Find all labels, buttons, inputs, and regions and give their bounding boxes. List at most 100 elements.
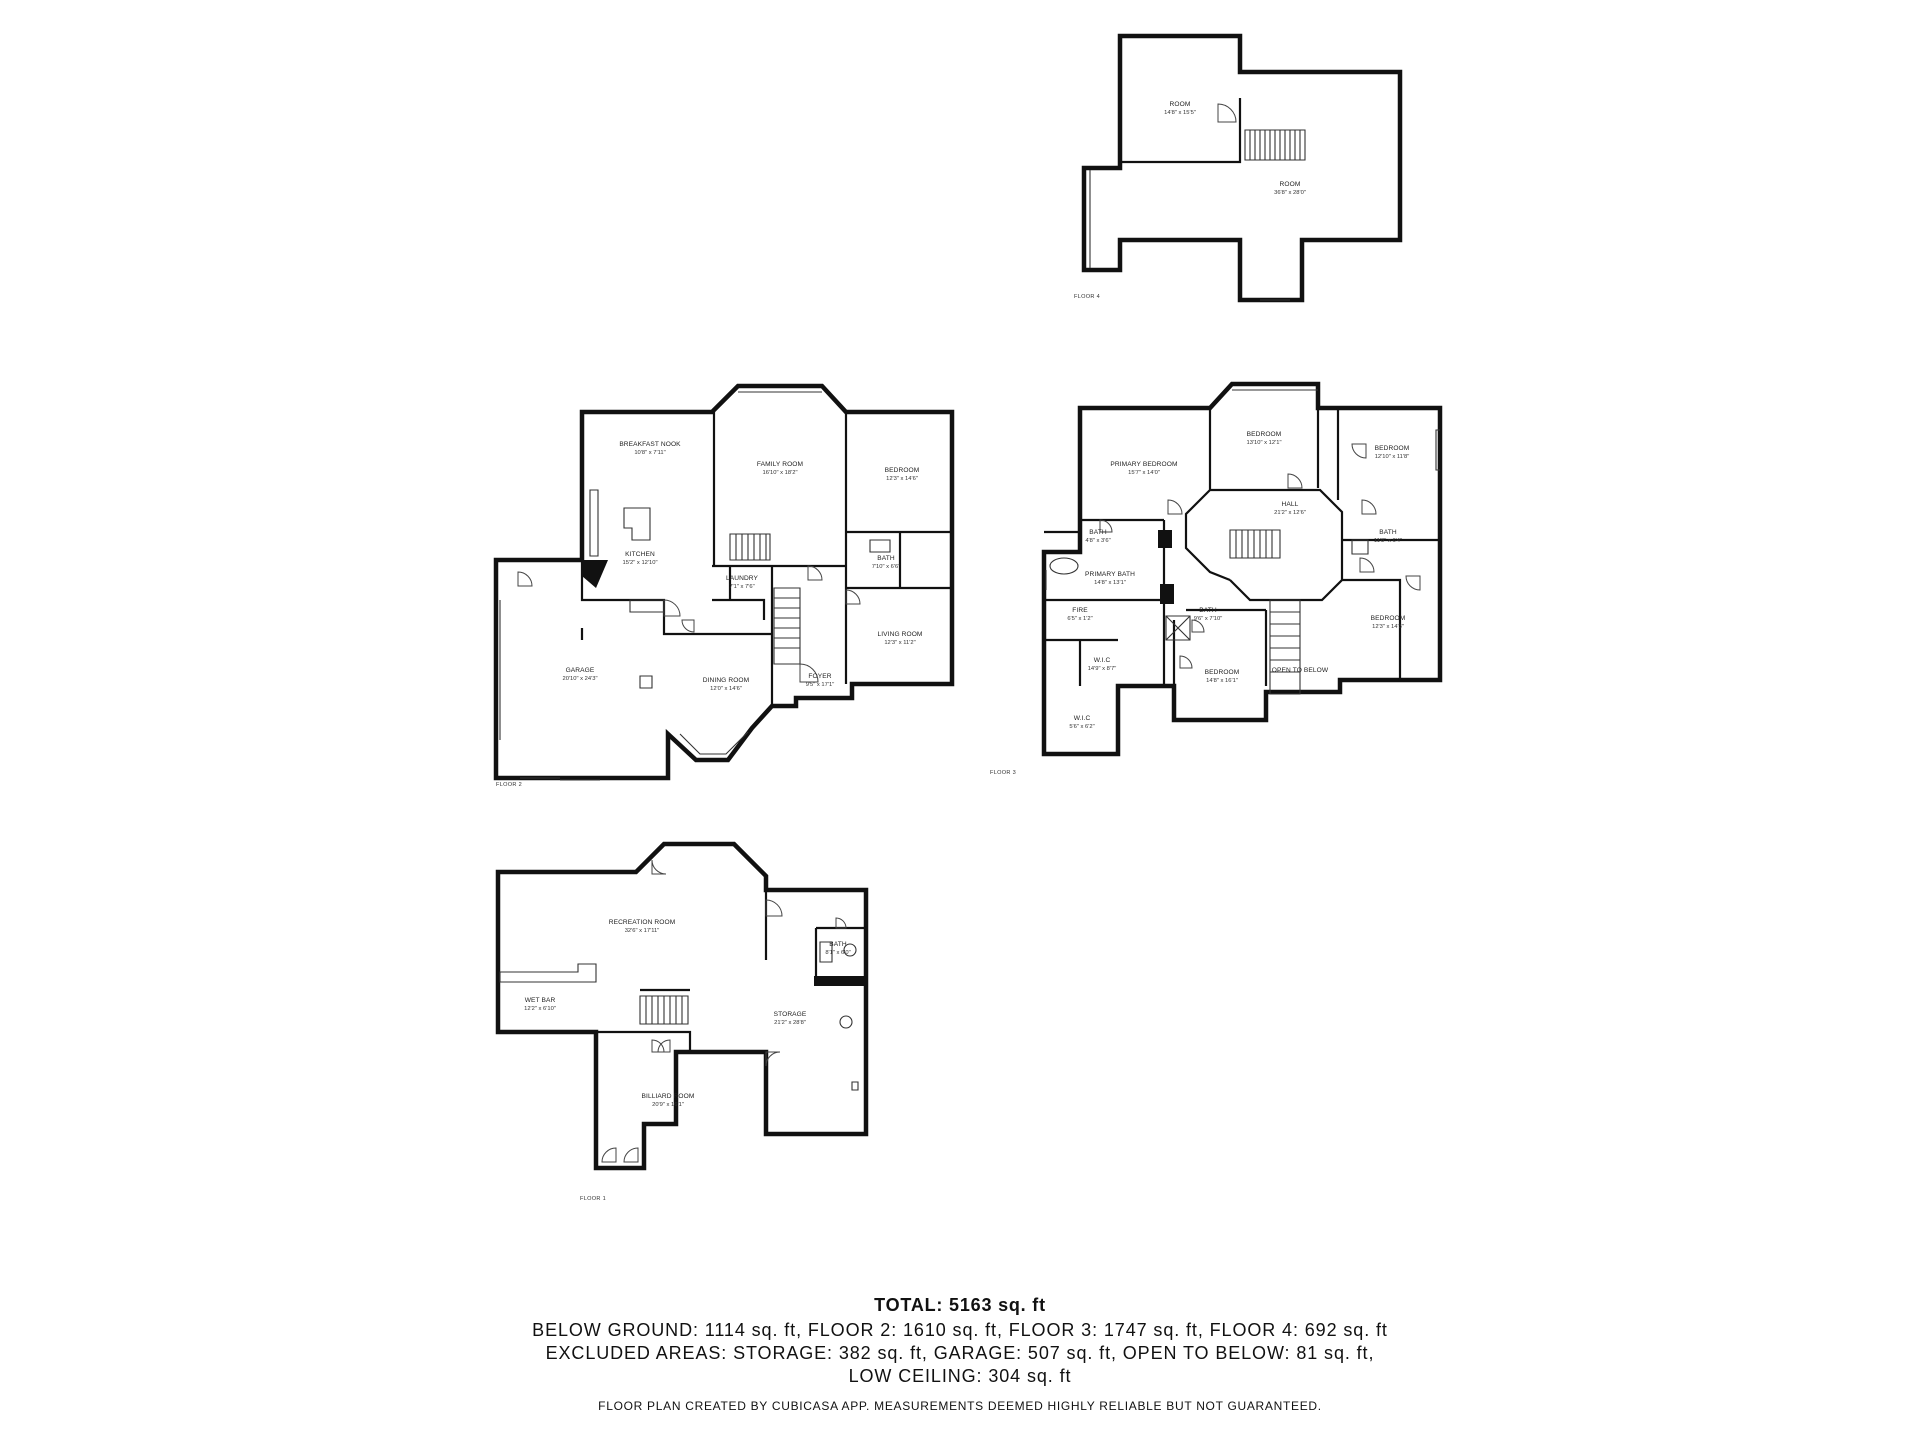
floor2-room-dims-bath: 7'10" x 6'6" <box>872 564 901 570</box>
floor3-room-name-open-to-below: OPEN TO BELOW <box>1272 667 1329 674</box>
disclaimer-credit: FLOOR PLAN CREATED BY CUBICASA APP. MEAS… <box>598 1399 1322 1413</box>
floor3-bathtub <box>1049 539 1369 575</box>
floor2-room-name-family-room: FAMILY ROOM <box>757 461 803 468</box>
floor3-room-dims-hall: 21'2" x 12'6" <box>1274 510 1306 516</box>
floor1-doors <box>601 859 847 1163</box>
floor3-room-dims-primary-bedroom: 15'7" x 14'0" <box>1128 470 1160 476</box>
floor3-room-name-bedroom-3: BEDROOM <box>1371 615 1406 622</box>
floor3-room-dims-bath-2: 11'8" x 6'4" <box>1374 538 1402 544</box>
floor1-room-name-bath: BATH <box>829 941 847 948</box>
floor1-storage-fixture <box>839 1015 859 1091</box>
floor3-interior-walls <box>1044 408 1440 686</box>
floor4-window-strip <box>1089 170 1290 301</box>
floor1-room-dims-storage: 21'2" x 28'8" <box>774 1020 806 1026</box>
floor4-room-name-1: ROOM <box>1170 101 1191 108</box>
floor2-doors <box>517 565 861 683</box>
floor4-door <box>1217 103 1237 123</box>
floor3-windows <box>1045 389 1440 590</box>
floor3-room-dims-bedroom-1: 13'10" x 12'1" <box>1246 440 1281 446</box>
floor1-room-name-storage: STORAGE <box>774 1011 807 1018</box>
floor2-room-dims-living-room: 12'3" x 11'2" <box>884 640 915 646</box>
floor3-structural-columns <box>1158 530 1174 604</box>
floor2-room-name-bedroom: BEDROOM <box>885 467 920 474</box>
floor4-room-name-2: ROOM <box>1280 181 1301 188</box>
floor1-bath-fixtures <box>819 941 857 963</box>
floor2-room-name-garage: GARAGE <box>566 667 595 674</box>
floor1-wet-bar-counter <box>499 963 597 983</box>
floor3-doors <box>1099 443 1421 669</box>
floor2-plan: BREAKFAST NOOK 10'8" x 7'11" FAMILY ROOM… <box>493 383 955 788</box>
floor4-room-dims-1: 14'8" x 15'5" <box>1164 110 1196 116</box>
floor2-room-name-laundry: LAUNDRY <box>726 575 759 582</box>
floor4-plan: ROOM 14'8" x 15'5" ROOM 36'8" x 28'0" FL… <box>1074 33 1403 303</box>
floor3-room-name-bath-1: BATH <box>1089 529 1107 536</box>
floor1-room-dims-bath: 8'1" x 6'0" <box>825 950 850 956</box>
floor4-room-divider <box>1120 98 1242 164</box>
floor3-room-name-wic-2: W.I.C <box>1074 715 1091 722</box>
floor3-stairs <box>1229 529 1301 695</box>
floor3-room-dims-bedroom-3: 12'3" x 14'3" <box>1372 624 1404 630</box>
floor1-plan: RECREATION ROOM 32'6" x 17'11" BATH 8'1"… <box>495 841 869 1202</box>
floor2-room-name-bath: BATH <box>877 555 895 562</box>
floor2-structural-column <box>582 560 608 588</box>
floor1-room-name-recreation-room: RECREATION ROOM <box>609 919 676 926</box>
floor1-room-name-billiard-room: BILLIARD ROOM <box>642 1093 695 1100</box>
floor3-room-name-bedroom-4: BEDROOM <box>1205 669 1240 676</box>
floor2-interior-walls <box>580 412 952 706</box>
floor1-interior-walls <box>596 890 866 1134</box>
floor1-bath-wall-block <box>814 976 866 986</box>
floor3-room-dims-wic-1: 14'9" x 8'7" <box>1088 666 1117 672</box>
floor4-label: FLOOR 4 <box>1074 294 1100 300</box>
floor2-garage-windows <box>499 600 600 781</box>
floor3-room-dims-bath-1: 4'8" x 3'6" <box>1085 538 1110 544</box>
floor3-room-name-bath-3: BATH <box>1199 607 1217 614</box>
floor2-room-dims-bedroom: 12'3" x 14'6" <box>886 476 918 482</box>
floor1-room-dims-recreation-room: 32'6" x 17'11" <box>625 928 660 934</box>
floor4-exterior-wall <box>1081 33 1403 303</box>
floor2-room-name-foyer: FOYER <box>808 673 831 680</box>
floor2-label: FLOOR 2 <box>496 782 522 788</box>
floor2-room-dims-family-room: 16'10" x 18'2" <box>762 470 797 476</box>
floor2-exterior-wall <box>493 383 955 781</box>
floor3-plan: PRIMARY BEDROOM 15'7" x 14'0" BEDROOM 13… <box>990 381 1443 776</box>
floor2-room-name-dining-room: DINING ROOM <box>703 677 750 684</box>
floor2-room-name-kitchen: KITCHEN <box>625 551 655 558</box>
floor1-label: FLOOR 1 <box>580 1196 606 1202</box>
excluded-areas-line: EXCLUDED AREAS: STORAGE: 382 sq. ft, GAR… <box>545 1343 1375 1363</box>
floor3-room-dims-bedroom-4: 14'8" x 16'1" <box>1206 678 1238 684</box>
floor1-stairs <box>639 995 689 1025</box>
floor1-room-dims-wet-bar: 12'2" x 6'10" <box>524 1006 556 1012</box>
floor2-kitchen-island <box>623 507 651 541</box>
floor2-fixtures <box>639 539 891 689</box>
floor2-room-name-living-room: LIVING ROOM <box>877 631 922 638</box>
floor2-room-dims-laundry: 7'1" x 7'6" <box>729 584 754 590</box>
floor3-room-name-hall: HALL <box>1282 501 1299 508</box>
floor3-room-name-primary-bedroom: PRIMARY BEDROOM <box>1110 461 1177 468</box>
floor3-room-name-bedroom-2: BEDROOM <box>1375 445 1410 452</box>
floor3-label: FLOOR 3 <box>990 770 1016 776</box>
floor3-room-name-bedroom-1: BEDROOM <box>1247 431 1282 438</box>
floor3-room-name-wic-1: W.I.C <box>1094 657 1111 664</box>
floor4-staircase <box>1244 129 1306 161</box>
floor2-room-dims-kitchen: 15'2" x 12'10" <box>622 560 657 566</box>
floor2-room-dims-breakfast-nook: 10'8" x 7'11" <box>634 450 665 456</box>
floor3-room-dims-bedroom-2: 12'10" x 11'8" <box>1375 454 1410 460</box>
floor1-room-name-wet-bar: WET BAR <box>525 997 556 1004</box>
floor3-room-name-fire: FIRE <box>1072 607 1088 614</box>
floor2-room-dims-dining-room: 12'0" x 14'6" <box>710 686 742 692</box>
floor4-room-dims-2: 36'8" x 28'0" <box>1274 190 1306 196</box>
floor2-room-name-breakfast-nook: BREAKFAST NOOK <box>619 441 681 448</box>
floor3-room-name-bath-2: BATH <box>1379 529 1397 536</box>
floor3-room-dims-primary-bath: 14'8" x 13'1" <box>1094 580 1126 586</box>
floor3-room-dims-bath-3: 9'6" x 7'10" <box>1194 616 1223 622</box>
floor3-room-dims-wic-2: 5'6" x 6'2" <box>1069 724 1094 730</box>
floor3-exterior-wall <box>1041 381 1443 757</box>
floor3-room-name-primary-bath: PRIMARY BATH <box>1085 571 1135 578</box>
floor2-room-dims-foyer: 9'5" x 17'1" <box>806 682 835 688</box>
total-area-heading: TOTAL: 5163 sq. ft <box>874 1295 1046 1315</box>
floor2-room-dims-garage: 20'10" x 24'3" <box>562 676 597 682</box>
floor2-bay-glazing <box>679 391 822 755</box>
floor1-room-dims-billiard-room: 20'9" x 16'1" <box>652 1102 684 1108</box>
area-breakdown-line: BELOW GROUND: 1114 sq. ft, FLOOR 2: 1610… <box>532 1320 1388 1340</box>
